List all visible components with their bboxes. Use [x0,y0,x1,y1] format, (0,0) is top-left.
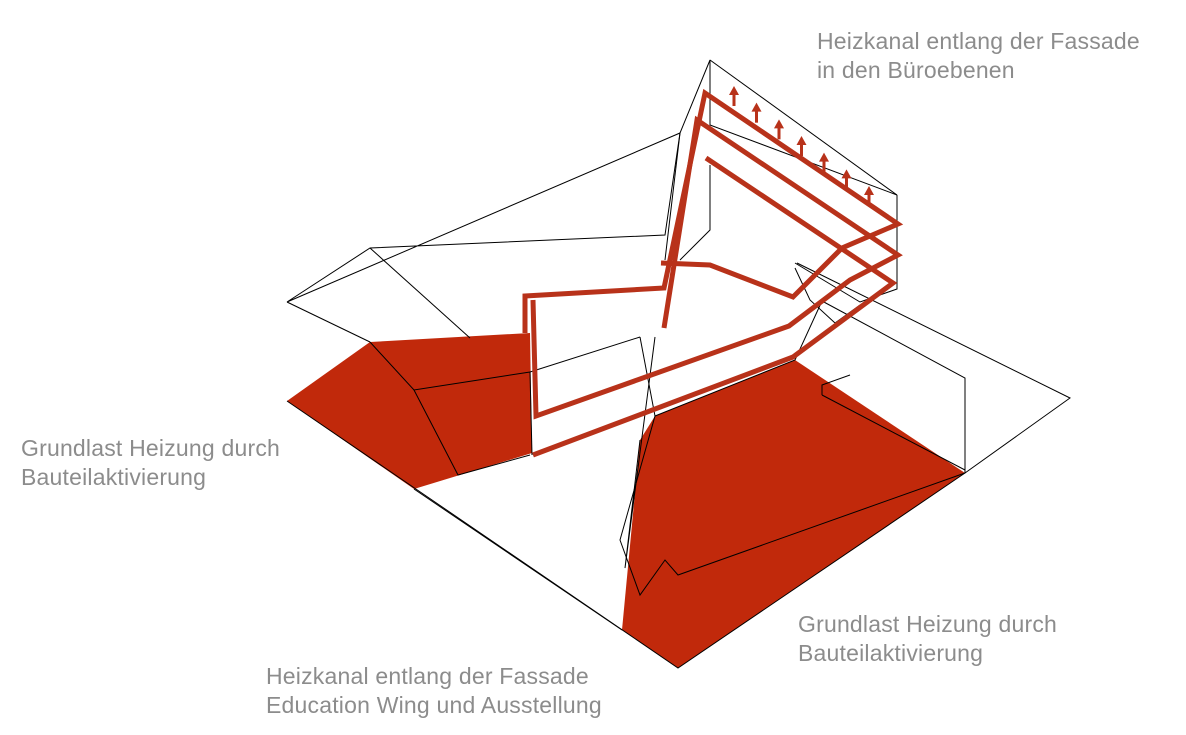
arrow-head [751,102,762,112]
arrow-head [729,86,739,95]
wireframe-tower-edge [709,59,898,196]
label-line: Grundlast Heizung durch [798,611,1058,637]
up-arrow-icon [819,152,829,173]
label-office-facade-channel: Heizkanal entlang der Fassade in den Bür… [817,27,1140,85]
arrow-head [796,136,807,145]
building-wireframe [286,59,1071,669]
label-education-wing-channel: Heizkanal entlang der Fassade Education … [266,662,602,720]
heating-channel-office-2 [530,115,903,420]
label-line: Bauteilaktivierung [21,464,207,490]
arrow-head [774,119,784,129]
heating-channel-office-3 [532,155,898,458]
label-line: in den Büroebenen [817,57,1015,83]
activated-slab-left [287,333,532,489]
wireframe-left-block-top [369,336,641,391]
wireframe-right-rib [821,394,966,471]
heat-arrow-group [729,86,874,206]
wireframe-left-block-bottom [413,389,531,476]
label-line: Education Wing und Ausstellung [266,692,602,718]
wireframe-central-edge-b [654,300,823,417]
wireframe-central-gap [619,300,966,597]
activated-slab-group [287,333,965,668]
up-arrow-icon [729,86,739,106]
wireframe-tower-inner [679,165,711,261]
wireframe-left-roof [286,132,681,303]
label-line: Bauteilaktivierung [798,640,984,666]
label-line: Grundlast Heizung durch [21,435,281,461]
arrow-head [819,152,829,162]
heating-channels [522,88,904,458]
activated-slab-right [622,360,965,668]
wireframe-left-roof-edge [286,301,371,343]
up-arrow-icon [864,186,874,206]
wireframe-left-roof-ridge [369,247,471,339]
label-base-load-left: Grundlast Heizung durch Bauteilaktivieru… [21,434,280,492]
arrow-head [864,186,874,195]
wireframe-right-step [821,374,851,395]
up-arrow-icon [841,169,852,190]
label-line: Heizkanal entlang der Fassade [266,663,589,689]
arrow-head [841,169,852,179]
label-base-load-right: Grundlast Heizung durch Bauteilaktivieru… [798,610,1057,668]
up-arrow-icon [774,119,784,140]
up-arrow-icon [751,102,762,123]
up-arrow-icon [796,136,807,156]
label-line: Heizkanal entlang der Fassade [817,28,1140,54]
wireframe-base-rib [413,488,623,631]
wireframe-left-block-edge [529,371,533,456]
heating-channel-office-1 [522,88,904,333]
